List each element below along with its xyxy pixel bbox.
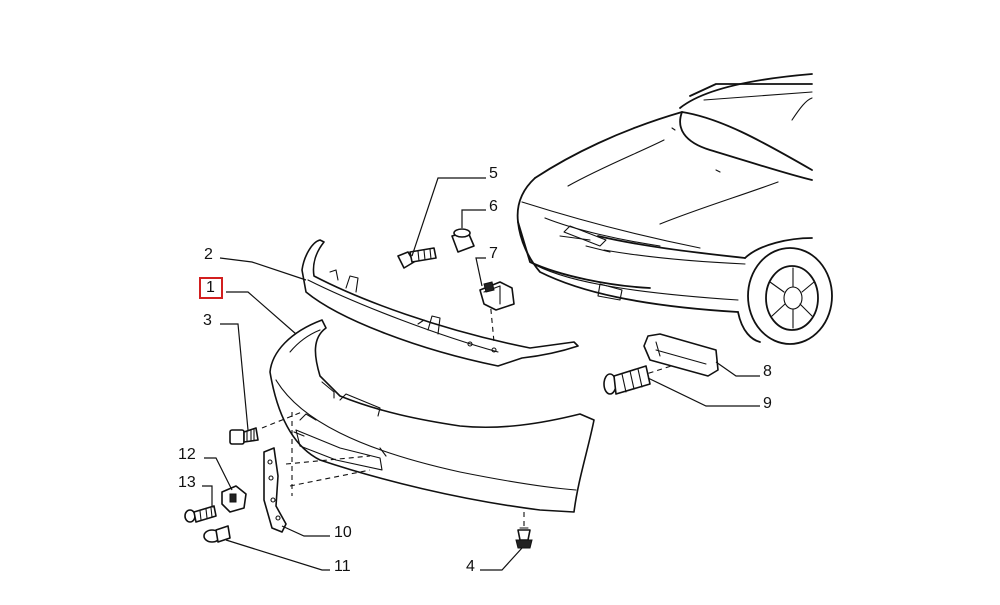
callout-1[interactable]: 1: [199, 277, 223, 299]
callout-12[interactable]: 12: [178, 446, 196, 463]
callout-4[interactable]: 4: [466, 558, 475, 575]
callout-9[interactable]: 9: [763, 395, 772, 412]
part-7-clip: [479, 281, 515, 311]
callout-leaders: [202, 177, 760, 571]
callout-6[interactable]: 6: [489, 198, 498, 215]
part-1-front-bumper: [269, 319, 595, 513]
part-9-push-rivet: [603, 365, 651, 395]
callout-2[interactable]: 2: [204, 246, 213, 263]
callout-10[interactable]: 10: [334, 524, 352, 541]
part-13-small-screw: [184, 505, 217, 523]
car-front-illustration: [516, 73, 833, 345]
callout-8[interactable]: 8: [763, 363, 772, 380]
part-4-screw: [515, 527, 533, 549]
part-12-clip-nut: [221, 485, 247, 513]
callout-5[interactable]: 5: [489, 165, 498, 182]
part-3-bolt: [229, 427, 259, 445]
callout-7[interactable]: 7: [489, 245, 498, 262]
part-6-nut: [451, 228, 475, 253]
part-8-side-bracket: [643, 333, 719, 377]
callout-13[interactable]: 13: [178, 474, 196, 491]
callout-3[interactable]: 3: [203, 312, 212, 329]
part-2-reinforcement-bracket: [301, 239, 579, 367]
part-5-bolt: [397, 247, 437, 269]
assembly-guide-lines: [261, 299, 691, 528]
callout-11[interactable]: 11: [334, 558, 351, 575]
part-11-plug: [203, 525, 231, 543]
part-10-mounting-plate: [263, 447, 287, 533]
